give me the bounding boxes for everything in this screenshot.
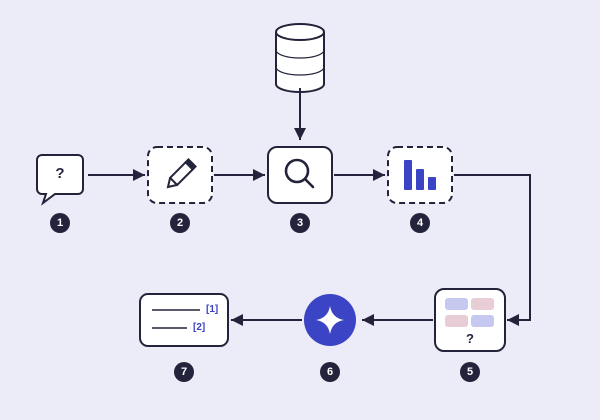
step-2-box <box>147 146 213 204</box>
citation-ref: [1] <box>206 304 219 315</box>
question-mark: ? <box>55 165 65 182</box>
step-number-badge: 2 <box>170 213 190 233</box>
step-number-badge: 5 <box>460 362 480 382</box>
step-number-badge: 7 <box>174 362 194 382</box>
card-grid-icon <box>445 298 494 327</box>
connectors <box>88 88 531 326</box>
citation-list-icon <box>152 309 200 329</box>
question-bubble-icon <box>36 154 84 206</box>
database-icon <box>275 23 325 93</box>
citation-ref: [2] <box>193 322 206 333</box>
magnifier-icon <box>284 158 315 189</box>
step-7-box <box>139 293 229 347</box>
pencil-icon <box>166 158 197 189</box>
step-number-badge: 6 <box>320 362 340 382</box>
step-number-badge: 4 <box>410 213 430 233</box>
question-mark: ? <box>466 331 474 346</box>
step-3-box <box>267 146 333 204</box>
step-number-badge: 3 <box>290 213 310 233</box>
step-number-badge: 1 <box>50 213 70 233</box>
bar-chart-icon <box>404 160 436 190</box>
sparkle-icon <box>316 306 344 334</box>
